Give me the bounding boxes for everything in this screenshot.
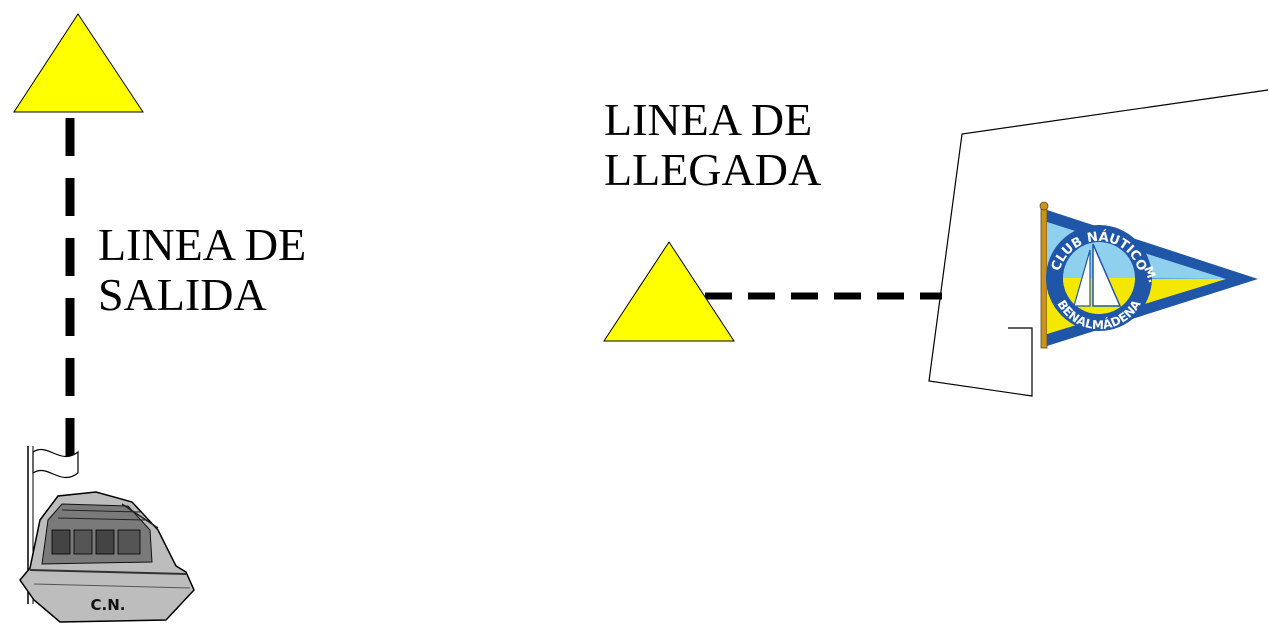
- boat-hull-text: C.N.: [91, 596, 126, 614]
- port-outline: [928, 89, 1269, 397]
- pennant-icon: CLUB NÁUTICO BENALMÁDENA M.: [1039, 201, 1258, 349]
- finish-line-label-line1: LINEA DE: [604, 94, 813, 145]
- flag-icon: [27, 446, 79, 604]
- committee-boat-icon: C.N.: [19, 446, 195, 623]
- finish-line-label-line2: LLEGADA: [604, 144, 822, 195]
- finish-buoy-icon: [603, 241, 735, 342]
- start-buoy-icon: [13, 13, 144, 113]
- start-line-label-line1: LINEA DE: [98, 219, 307, 270]
- pennant-text-right: M.: [1141, 264, 1160, 284]
- start-line-label-line2: SALIDA: [98, 269, 267, 320]
- start-line-label: LINEA DE SALIDA: [98, 220, 306, 320]
- finish-line-label: LINEA DE LLEGADA: [604, 95, 821, 195]
